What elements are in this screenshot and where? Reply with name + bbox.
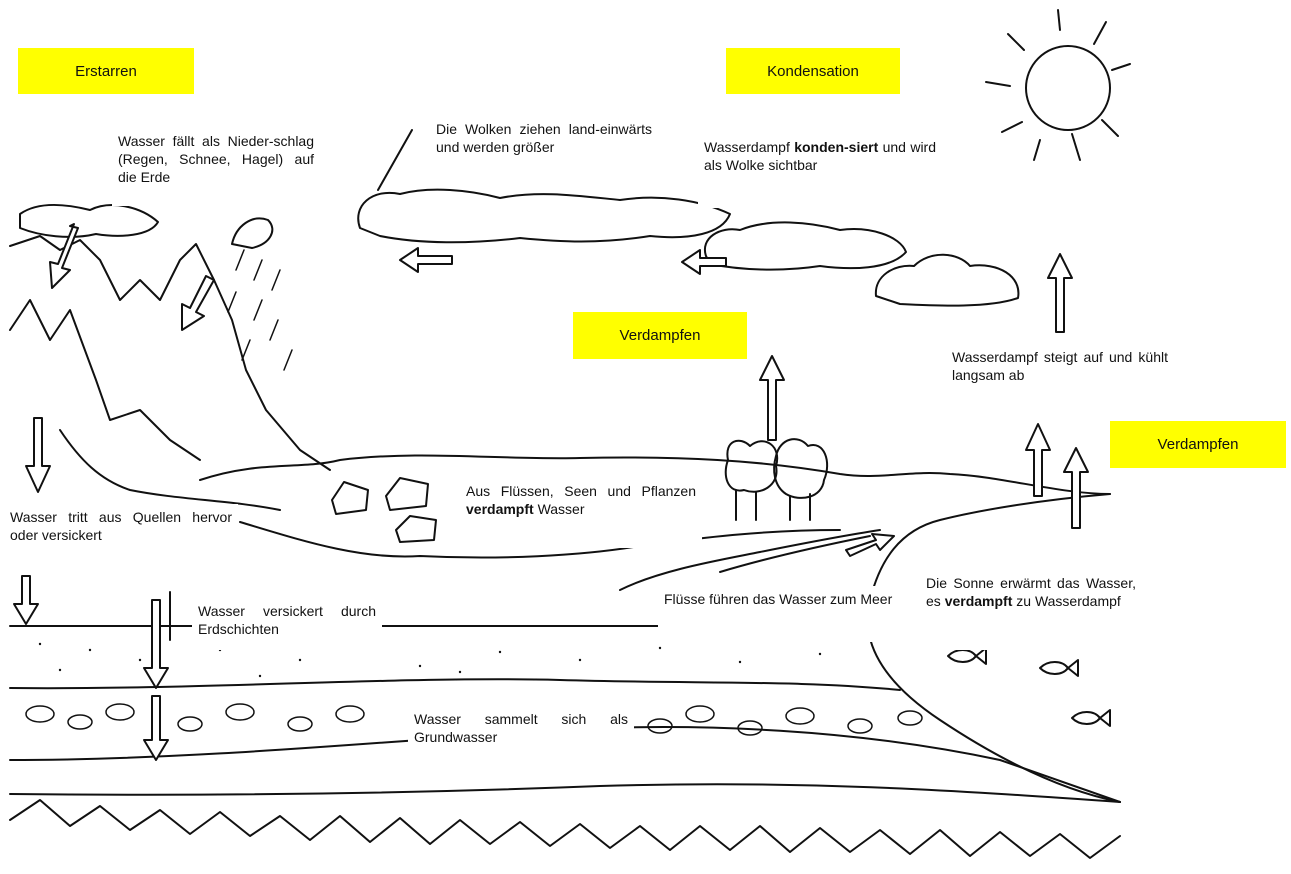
cloud-middle [358,190,730,243]
text-grundwasser: Wasser sammelt sich als Grundwasser [408,706,634,762]
text-fluesse-after: Wasser [534,501,585,517]
bedrock [10,800,1120,858]
text-kondensiert-bold: konden-siert [794,139,878,155]
arrow-left-cloud-2 [682,250,726,274]
arrow-up-cloud [1048,254,1072,332]
arrow-down-left [26,418,50,492]
houses [332,478,436,542]
arrow-left-cloud-1 [400,248,452,272]
text-steigt: Wasserdampf steigt auf und kühlt langsam… [946,344,1174,394]
cloud-small [232,218,272,248]
arrow-down-ground [144,600,168,688]
text-sonne-bold: verdampft [945,593,1013,609]
arrow-down-deep [144,696,168,760]
text-fluesse-verdampft: Aus Flüssen, Seen und Pflanzen verdampft… [460,478,702,548]
arrow-down-mountain-2 [182,276,214,330]
text-fluesse-before: Aus Flüssen, Seen und Pflanzen [466,483,696,499]
sun-icon [986,10,1130,160]
text-wolken: Die Wolken ziehen land-einwärts und werd… [430,116,658,188]
text-sonne: Die Sonne erwärmt das Wasser, es verdamp… [920,570,1142,650]
text-kondensiert-before: Wasserdampf [704,139,794,155]
label-kondensation: Kondensation [726,48,900,94]
trees [726,439,827,520]
arrow-up-trees [760,356,784,440]
text-kondensiert: Wasserdampf konden-siert und wird als Wo… [698,134,942,208]
fish-icons [948,648,1110,726]
text-sonne-after: zu Wasserdampf [1012,593,1120,609]
arrow-down-mountain-1 [50,224,78,288]
cloud-far-right [876,255,1019,306]
label-verdampfen-right: Verdampfen [1110,421,1286,468]
text-quellen: Wasser tritt aus Quellen hervor oder ver… [4,504,238,574]
text-fluesse-bold: verdampft [466,501,534,517]
arrow-river-flow [846,534,894,556]
text-meer: Flüsse führen das Wasser zum Meer [658,586,910,642]
soil-layer-middle [10,679,900,690]
text-versickert: Wasser versickert durch Erdschichten [192,598,382,650]
arrow-up-sea-2 [1064,448,1088,528]
label-erstarren: Erstarren [18,48,194,94]
text-niederschlag: Wasser fällt als Nieder-schlag (Regen, S… [112,128,320,206]
cloud-right [705,222,906,269]
label-verdampfen-center: Verdampfen [573,312,747,359]
arrow-down-left-2 [14,576,38,624]
cloud-left [20,205,158,237]
